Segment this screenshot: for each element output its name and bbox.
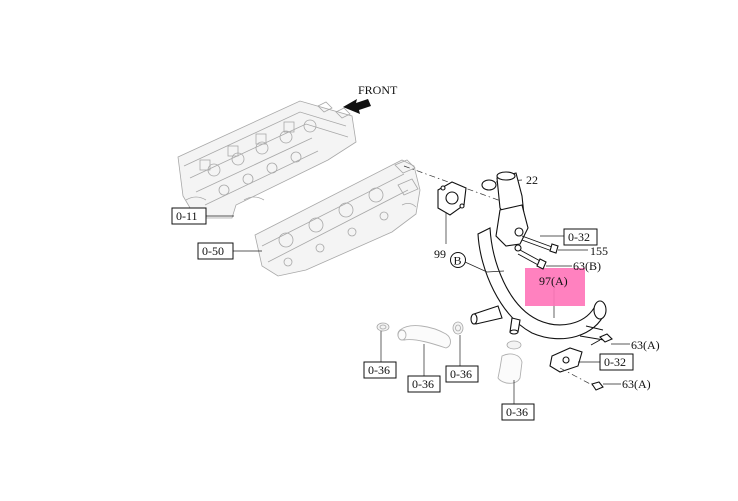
bolt-part-155 [521, 235, 559, 254]
part-number-63b: 63(B) [573, 259, 601, 273]
coolant-hose [397, 325, 451, 349]
callout-b-circle [450, 252, 466, 268]
part-number-97a: 97(A) [539, 274, 568, 288]
ref-box-0-32-bottom[interactable]: 0-32 [599, 353, 634, 371]
svg-text:0-36: 0-36 [412, 377, 434, 391]
ref-box-0-11[interactable]: 0-11 [171, 207, 207, 225]
hose-clamp-right [452, 321, 464, 335]
ref-box-0-32-top[interactable]: 0-32 [563, 228, 598, 246]
ref-box-0-36-a[interactable]: 0-36 [363, 361, 397, 379]
bolt-axis-lower [559, 367, 595, 387]
front-label: FRONT [358, 83, 398, 97]
highlight-97a [525, 268, 585, 306]
svg-text:0-32: 0-32 [568, 230, 590, 244]
svg-text:0-36: 0-36 [450, 367, 472, 381]
svg-text:0-50: 0-50 [202, 244, 224, 258]
leader-callout-b [464, 261, 505, 273]
water-outlet-pipe-97a [470, 171, 607, 341]
bolt-part-63b [517, 249, 547, 270]
svg-text:0-36: 0-36 [506, 405, 528, 419]
front-direction-arrow [343, 99, 371, 114]
o-ring-part-22 [481, 179, 497, 191]
pipe-bracket [549, 347, 583, 373]
part-number-155: 155 [590, 244, 608, 258]
ref-box-0-50[interactable]: 0-50 [197, 242, 234, 260]
part-number-22: 22 [526, 173, 538, 187]
svg-text:0-36: 0-36 [368, 363, 390, 377]
bolt-part-63a-lower [591, 381, 604, 391]
ref-box-0-36-b[interactable]: 0-36 [407, 375, 441, 393]
gasket-part-99 [437, 181, 467, 216]
svg-text:0-32: 0-32 [604, 355, 626, 369]
callout-b-letter: B [454, 254, 462, 268]
hose-clamp-left [376, 322, 390, 332]
ref-box-0-36-c[interactable]: 0-36 [445, 365, 479, 383]
part-number-63a-lower: 63(A) [622, 377, 651, 391]
part-number-63a-upper: 63(A) [631, 338, 660, 352]
bolt-part-63a-upper [590, 333, 613, 346]
intake-manifold-illustration [254, 159, 421, 277]
svg-text:0-11: 0-11 [176, 209, 198, 223]
cylinder-head-illustration [177, 100, 357, 219]
ref-box-0-36-d[interactable]: 0-36 [501, 403, 535, 421]
bypass-hose [497, 340, 523, 384]
part-number-99: 99 [434, 247, 446, 261]
